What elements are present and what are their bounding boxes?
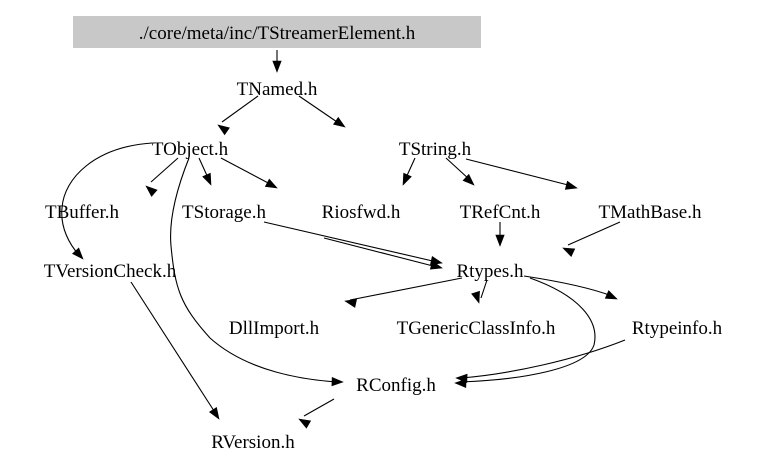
arrowhead-Rtypeinfo-to-RConfig bbox=[455, 373, 468, 384]
edge-TNamed-to-TObject bbox=[221, 95, 259, 123]
arrowhead-TRefCnt-to-Rtypes bbox=[495, 234, 505, 247]
arrowhead-Rtypes-to-TGenericClassInfo bbox=[471, 290, 480, 304]
arrowhead-TString-to-TMathBase bbox=[564, 180, 578, 190]
node-TNamed[interactable]: TNamed.h bbox=[237, 79, 318, 100]
node-TString[interactable]: TString.h bbox=[399, 139, 472, 160]
arrowhead-TNamed-to-TObject bbox=[217, 124, 230, 136]
node-TVersionCheck[interactable]: TVersionCheck.h bbox=[44, 261, 177, 282]
node-TRefCnt[interactable]: TRefCnt.h bbox=[460, 202, 541, 223]
node-TObject[interactable]: TObject.h bbox=[152, 139, 229, 160]
root-node-box[interactable] bbox=[73, 16, 481, 48]
node-TStorage[interactable]: TStorage.h bbox=[182, 202, 266, 223]
arrowhead-TObject-to-Riosfwd bbox=[264, 178, 278, 189]
arrowhead-Riosfwd-to-Rtypes bbox=[429, 260, 443, 270]
node-Riosfwd[interactable]: Riosfwd.h bbox=[322, 202, 401, 223]
edge-TStorage-to-Rtypes bbox=[263, 221, 438, 263]
edge-TObject-to-TVersionCheck bbox=[61, 142, 153, 256]
node-Rtypes[interactable]: Rtypes.h bbox=[456, 261, 524, 282]
node-RVersion[interactable]: RVersion.h bbox=[211, 432, 295, 453]
arrowhead-Rtypes-to-DllImport bbox=[344, 298, 358, 308]
node-TGenericClassInfo[interactable]: TGenericClassInfo.h bbox=[397, 318, 556, 339]
node-RConfig[interactable]: RConfig.h bbox=[356, 375, 436, 396]
root-node-label: ./core/meta/inc/TStreamerElement.h bbox=[139, 23, 416, 44]
edge-Rtypes-to-DllImport bbox=[349, 277, 463, 301]
node-DllImport[interactable]: DllImport.h bbox=[229, 318, 320, 339]
edge-Rtypes-to-TGenericClassInfo bbox=[480, 279, 488, 299]
edge-TNamed-to-TString bbox=[298, 95, 341, 125]
edge-TString-to-TMathBase bbox=[465, 158, 573, 187]
root-node[interactable]: ./core/meta/inc/TStreamerElement.h bbox=[73, 16, 481, 48]
node-TBuffer[interactable]: TBuffer.h bbox=[45, 202, 120, 223]
edge-Rtypeinfo-to-RConfig bbox=[460, 339, 626, 379]
edge-Riosfwd-to-Rtypes bbox=[323, 237, 438, 268]
arrowhead-RConfig-to-RVersion bbox=[298, 418, 312, 429]
arrowhead-TString-to-TRefCnt bbox=[462, 173, 475, 186]
arrowhead-root-to-TNamed bbox=[272, 60, 282, 73]
arrowhead-TObject-to-RConfig bbox=[331, 376, 344, 387]
arrowhead-TNamed-to-TString bbox=[333, 116, 346, 128]
arrowhead-TObject-to-TStorage bbox=[202, 172, 212, 186]
arrowhead-TMathBase-to-Rtypes bbox=[562, 247, 576, 257]
arrowhead-TString-to-Riosfwd bbox=[402, 172, 412, 186]
arrowhead-TObject-to-TVersionCheck bbox=[71, 247, 84, 260]
edge-TVersionCheck-to-RVersion bbox=[130, 281, 217, 415]
arrowhead-TObject-to-TBuffer bbox=[145, 185, 158, 197]
edge-RConfig-to-RVersion bbox=[303, 398, 335, 417]
node-Rtypeinfo[interactable]: Rtypeinfo.h bbox=[632, 318, 723, 339]
edge-TString-to-TRefCnt bbox=[445, 157, 471, 181]
arrowhead-TVersionCheck-to-RVersion bbox=[208, 406, 220, 420]
edge-TObject-to-Riosfwd bbox=[220, 157, 273, 186]
node-TMathBase[interactable]: TMathBase.h bbox=[599, 202, 702, 223]
edge-TObject-to-TBuffer bbox=[150, 157, 179, 183]
edge-TObject-to-RConfig bbox=[170, 157, 339, 383]
edge-Rtypes-to-Rtypeinfo bbox=[523, 275, 613, 297]
edge-TMathBase-to-Rtypes bbox=[567, 221, 621, 246]
edge-Rtypes-to-RConfig bbox=[459, 277, 596, 383]
arrowhead-Rtypes-to-Rtypeinfo bbox=[604, 290, 618, 300]
edges-layer bbox=[61, 50, 626, 429]
